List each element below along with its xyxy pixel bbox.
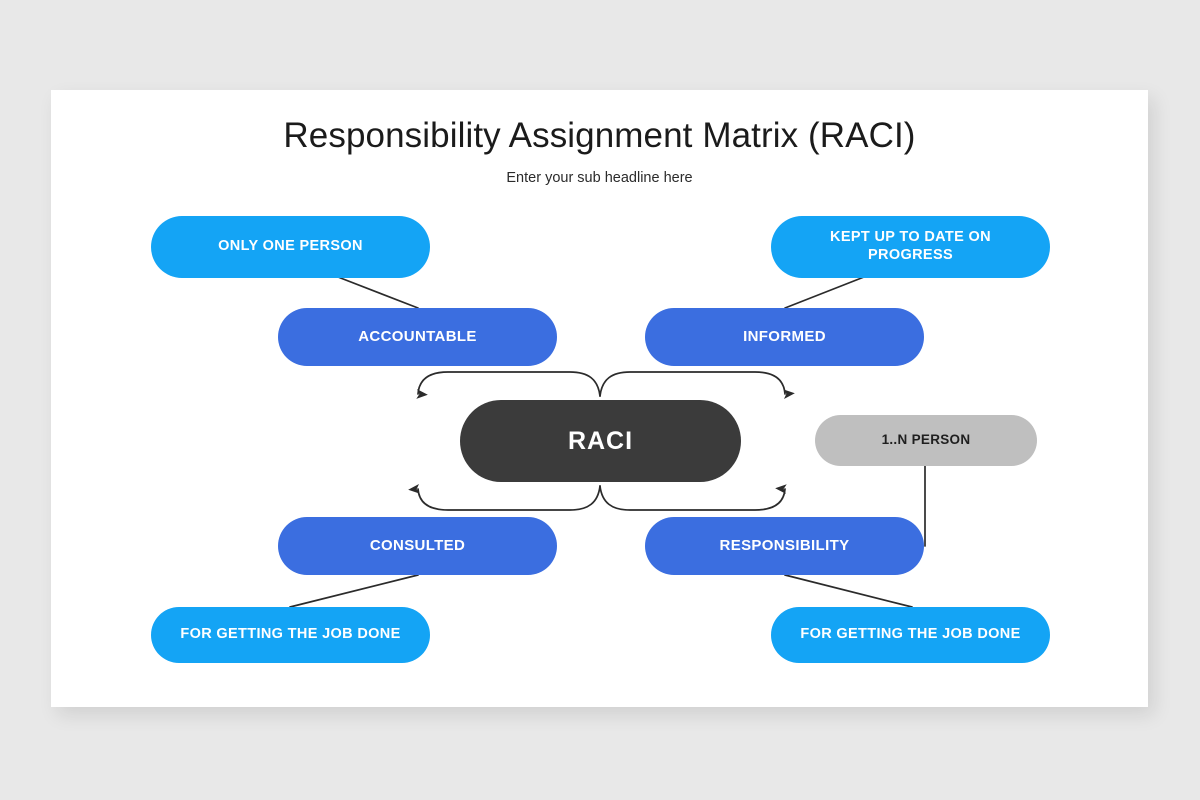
node-consulted[interactable]: CONSULTED — [278, 517, 557, 575]
node-accountable[interactable]: ACCOUNTABLE — [278, 308, 557, 366]
node-only-one-person[interactable]: ONLY ONE PERSON — [151, 216, 430, 278]
node-informed[interactable]: INFORMED — [645, 308, 924, 366]
node-job-done-right[interactable]: FOR GETTING THE JOB DONE — [771, 607, 1050, 663]
node-kept-up-to-date-line1: KEPT UP TO DATE ON — [830, 229, 991, 246]
node-accountable-label: ACCOUNTABLE — [358, 327, 477, 345]
node-kept-up-to-date-label: KEPT UP TO DATE ON PROGRESS — [830, 229, 991, 264]
page-title: Responsibility Assignment Matrix (RACI) — [283, 116, 916, 155]
node-responsibility[interactable]: RESPONSIBILITY — [645, 517, 924, 575]
node-n-person-label: 1..N PERSON — [881, 432, 971, 448]
node-responsibility-label: RESPONSIBILITY — [719, 536, 850, 554]
node-raci-label: RACI — [567, 426, 634, 455]
node-only-one-person-label: ONLY ONE PERSON — [218, 238, 363, 255]
node-job-done-right-label: FOR GETTING THE JOB DONE — [800, 626, 1021, 643]
node-raci-center[interactable]: RACI — [460, 400, 741, 482]
node-kept-up-to-date[interactable]: KEPT UP TO DATE ON PROGRESS — [771, 216, 1050, 278]
page-subtitle: Enter your sub headline here — [506, 170, 693, 186]
node-n-person[interactable]: 1..N PERSON — [815, 415, 1037, 466]
node-job-done-left[interactable]: FOR GETTING THE JOB DONE — [151, 607, 430, 663]
node-job-done-left-label: FOR GETTING THE JOB DONE — [180, 626, 401, 643]
node-kept-up-to-date-line2: PROGRESS — [868, 247, 953, 263]
node-consulted-label: CONSULTED — [369, 536, 466, 554]
slide-headings: Responsibility Assignment Matrix (RACI) … — [51, 90, 1148, 186]
slide-card: Responsibility Assignment Matrix (RACI) … — [51, 90, 1148, 707]
node-informed-label: INFORMED — [743, 327, 826, 345]
